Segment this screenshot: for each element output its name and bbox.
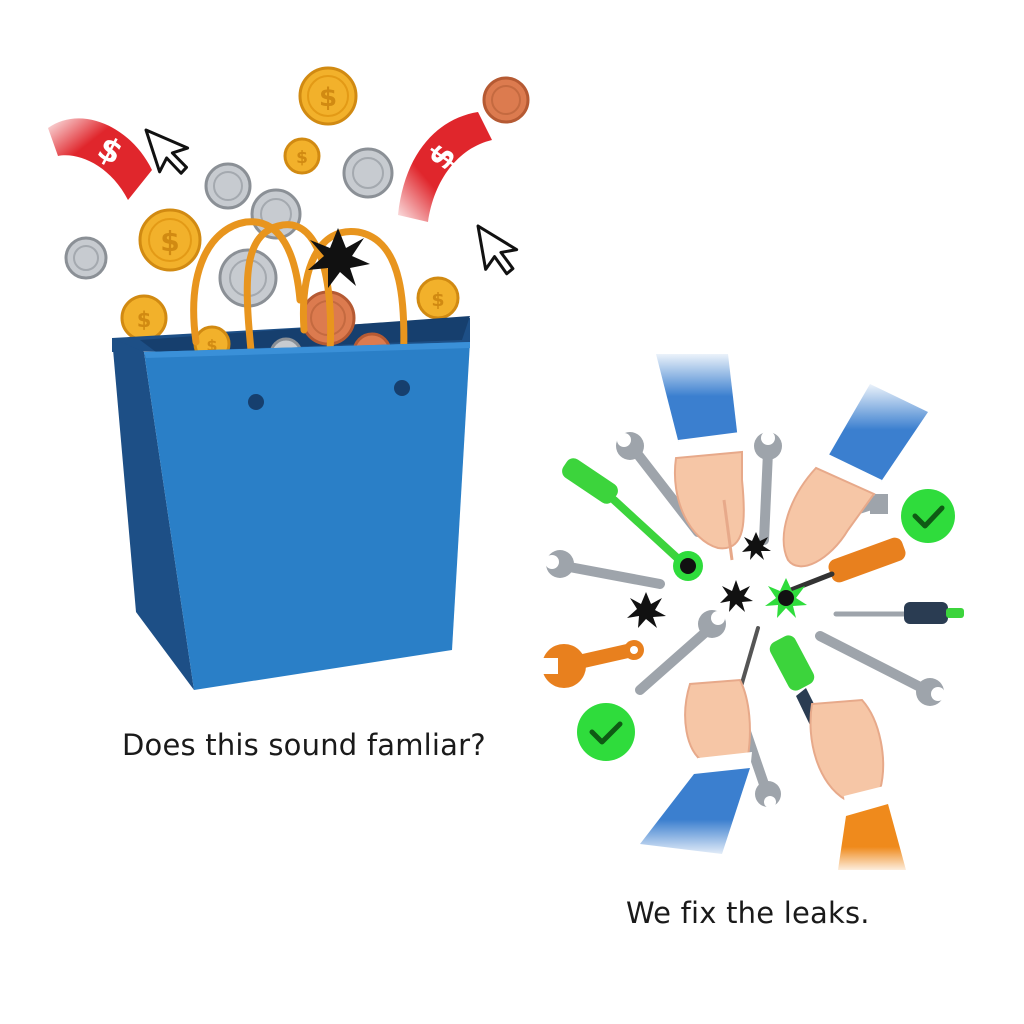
wrench-icon	[545, 550, 665, 589]
screwdriver-icon	[738, 626, 760, 692]
hole-icon	[308, 228, 370, 288]
coin-symbol: $	[160, 225, 179, 258]
copper-coin-icon	[482, 76, 530, 124]
caption-solution: We fix the leaks.	[626, 896, 870, 930]
dollar-coin-icon: $	[416, 276, 460, 320]
mouse-cursor-icon	[476, 224, 519, 276]
hand-icon	[809, 698, 906, 870]
dollar-coin-icon: $	[120, 294, 168, 342]
mouse-cursor-icon	[144, 128, 190, 175]
hole-icon	[627, 592, 666, 628]
silver-coin-icon	[64, 236, 108, 280]
screwdriver-icon	[833, 602, 964, 624]
screwdriver-icon	[562, 458, 690, 570]
checkmark-badge-icon	[577, 703, 635, 761]
hole-icon	[765, 578, 807, 618]
caption-problem: Does this sound famliar?	[122, 728, 486, 762]
checkmark-badge-icon	[901, 489, 955, 543]
coin-symbol: $	[206, 336, 217, 355]
repair-scene	[536, 354, 964, 870]
coin-symbol: $	[431, 289, 444, 311]
dollar-coin-icon: $	[138, 208, 202, 272]
wrench-icon	[635, 610, 726, 695]
ribbon-right: $	[398, 112, 492, 222]
dollar-coin-icon: $	[298, 66, 358, 126]
coin-symbol: $	[319, 83, 337, 113]
silver-coin-icon	[342, 147, 394, 199]
hole-icon	[742, 532, 771, 560]
wrench-icon	[754, 431, 782, 545]
hole-icon	[673, 551, 703, 581]
hole-icon	[720, 580, 753, 612]
dollar-coin-icon: $	[283, 137, 321, 175]
wrench-icon	[815, 631, 945, 706]
hand-icon	[640, 678, 752, 854]
wrench-icon	[536, 640, 644, 688]
hand-icon	[656, 354, 745, 561]
screwdriver-icon	[783, 537, 906, 595]
ribbon-left: $	[48, 118, 152, 200]
silver-coin-icon	[204, 162, 252, 210]
hand-icon	[782, 384, 928, 568]
coin-symbol: $	[296, 148, 308, 168]
shopping-bag-icon: $	[112, 218, 470, 690]
coin-symbol: $	[137, 308, 152, 332]
